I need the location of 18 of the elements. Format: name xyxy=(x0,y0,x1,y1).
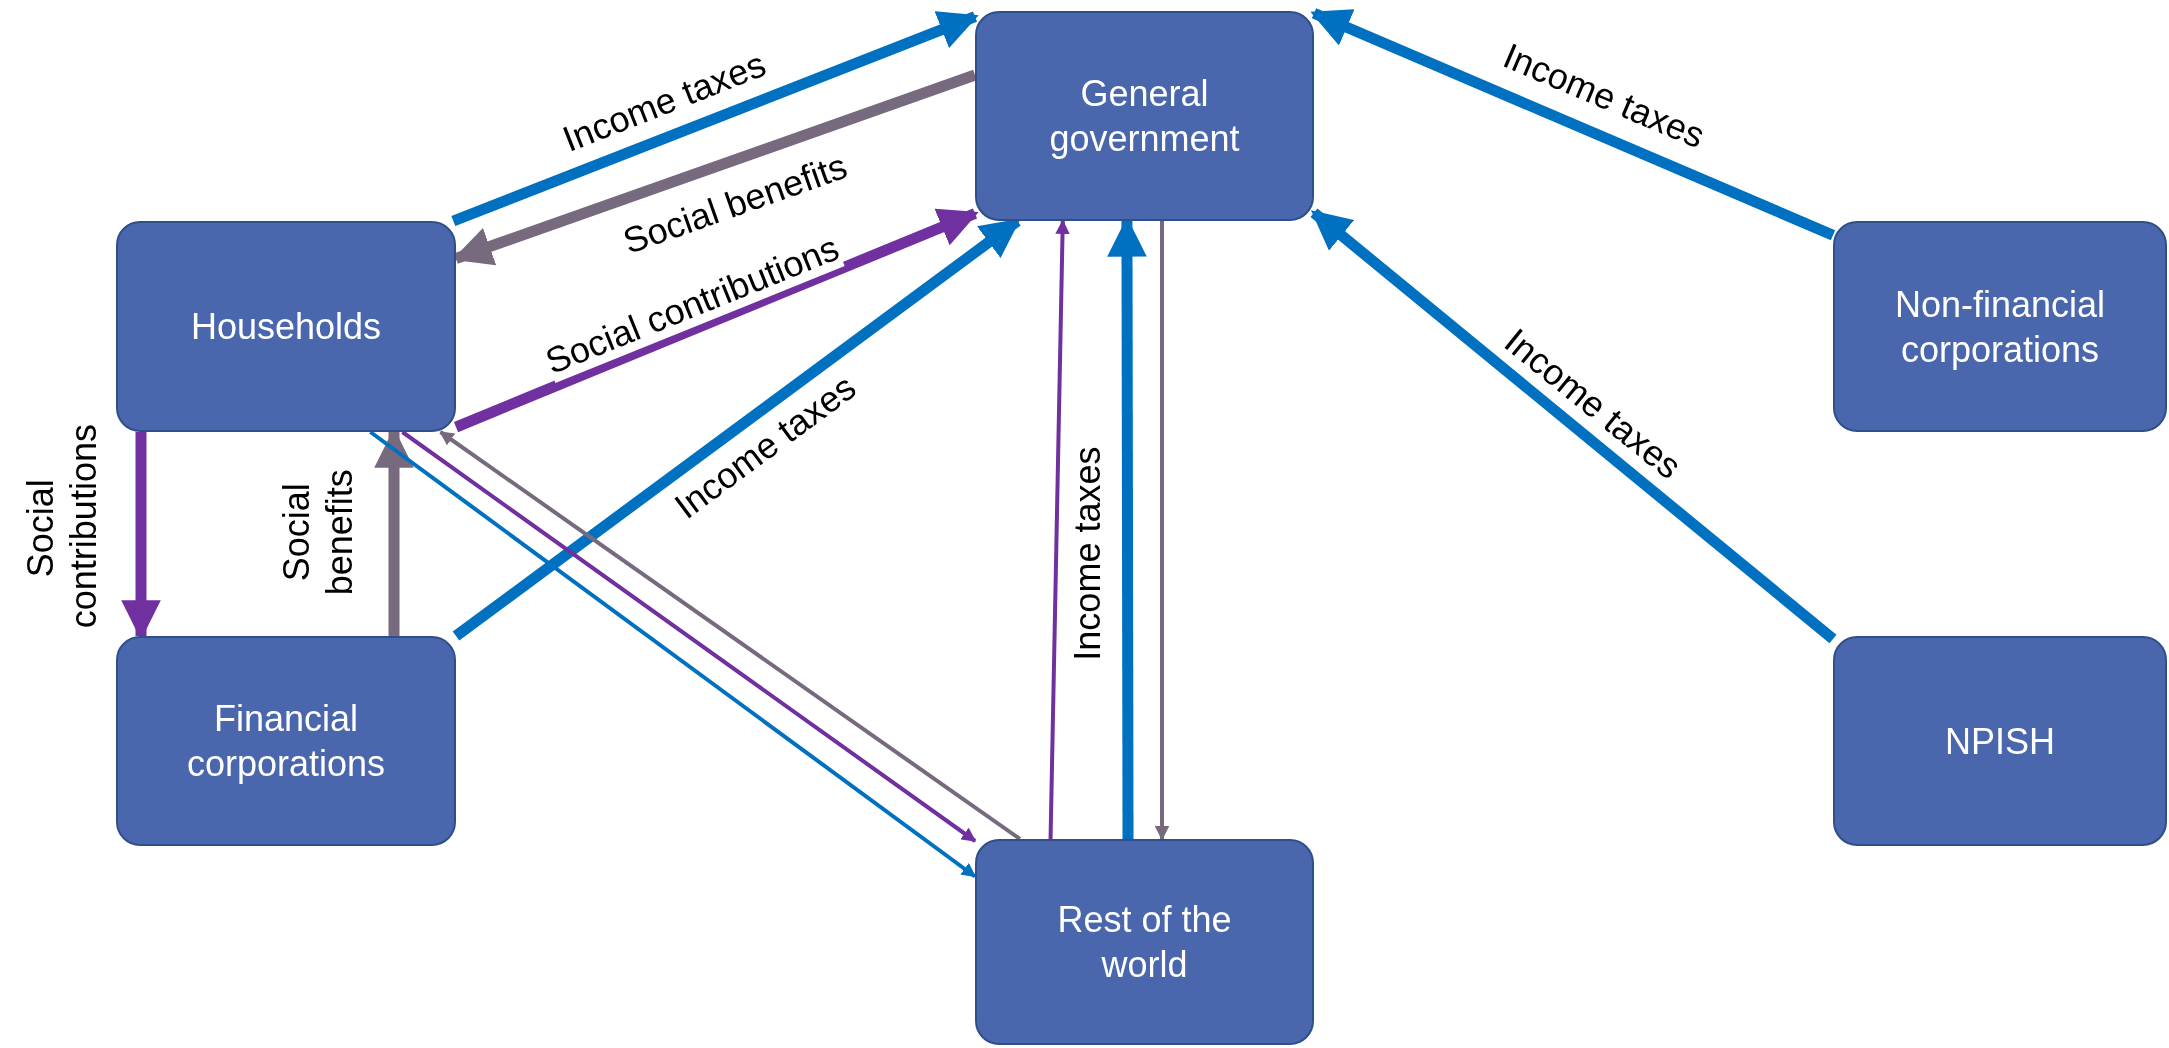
arrow xyxy=(1310,208,1837,644)
arrow xyxy=(1310,8,1836,241)
arrow xyxy=(453,208,979,433)
arrow xyxy=(1048,219,1070,840)
process-box xyxy=(1833,221,2167,432)
node-label: Financial corporations xyxy=(185,697,387,786)
process-box xyxy=(1833,636,2167,846)
arrow xyxy=(451,11,979,227)
node-label: Non-financial corporations xyxy=(1893,282,2107,372)
node-label: NPISH xyxy=(1945,719,2055,764)
process-box xyxy=(116,221,456,432)
node-label: General government xyxy=(1048,72,1241,161)
process-box xyxy=(116,636,456,846)
node-label: Households xyxy=(190,305,382,349)
process-box xyxy=(975,839,1314,1045)
node-label: Rest of the world xyxy=(1056,898,1233,987)
arrow xyxy=(1154,221,1170,841)
process-box xyxy=(975,11,1314,221)
